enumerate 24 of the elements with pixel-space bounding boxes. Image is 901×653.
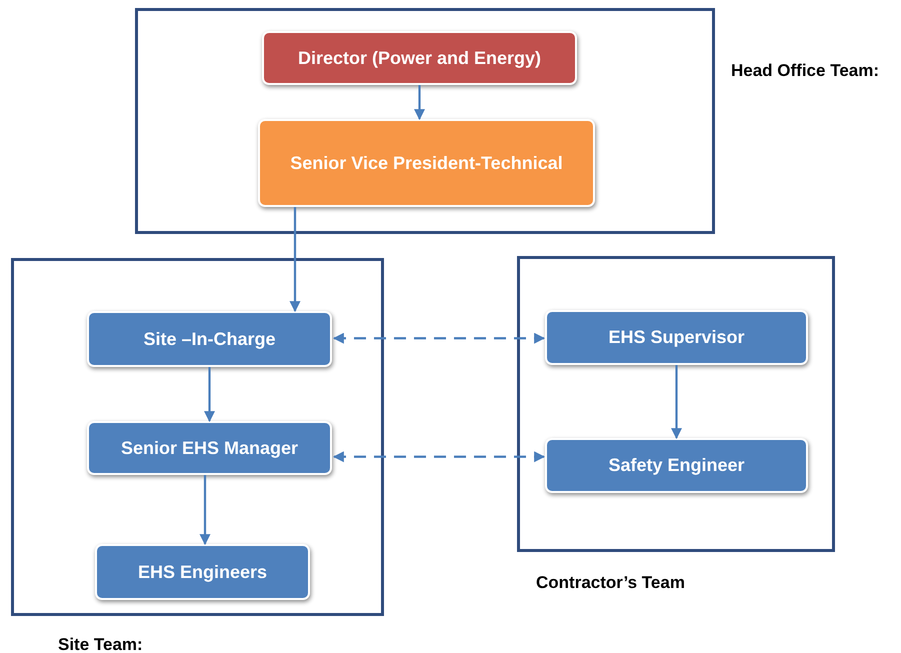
arrow: [671, 365, 682, 440]
role-box: [258, 119, 595, 207]
arrow: [414, 85, 425, 120]
arrow: [200, 475, 210, 546]
role-title: Senior EHS Manager: [120, 436, 298, 460]
arrow: [290, 207, 300, 312]
arrow: [204, 367, 215, 422]
role-box: [87, 421, 332, 475]
team-heading: Contractor’s Team: [536, 573, 685, 593]
dashed-arrow: [332, 451, 546, 462]
role-box: [95, 544, 310, 600]
role-box: [545, 438, 808, 493]
role-box: [262, 31, 577, 85]
role-title: Site –In-Charge: [143, 328, 276, 351]
role-title: Safety Engineer: [608, 454, 745, 478]
role-title: EHS Supervisor: [608, 326, 745, 350]
team-heading: Head Office Team:: [731, 61, 880, 81]
role-box: [87, 311, 332, 367]
role-box: [545, 310, 808, 365]
role-title: Director (Power and Energy): [298, 46, 542, 70]
role-title: Senior Vice President-Technical: [290, 152, 563, 175]
role-title: EHS Engineers: [138, 560, 268, 584]
team-heading: Site Team:: [58, 635, 143, 653]
dashed-arrow: [332, 332, 546, 344]
